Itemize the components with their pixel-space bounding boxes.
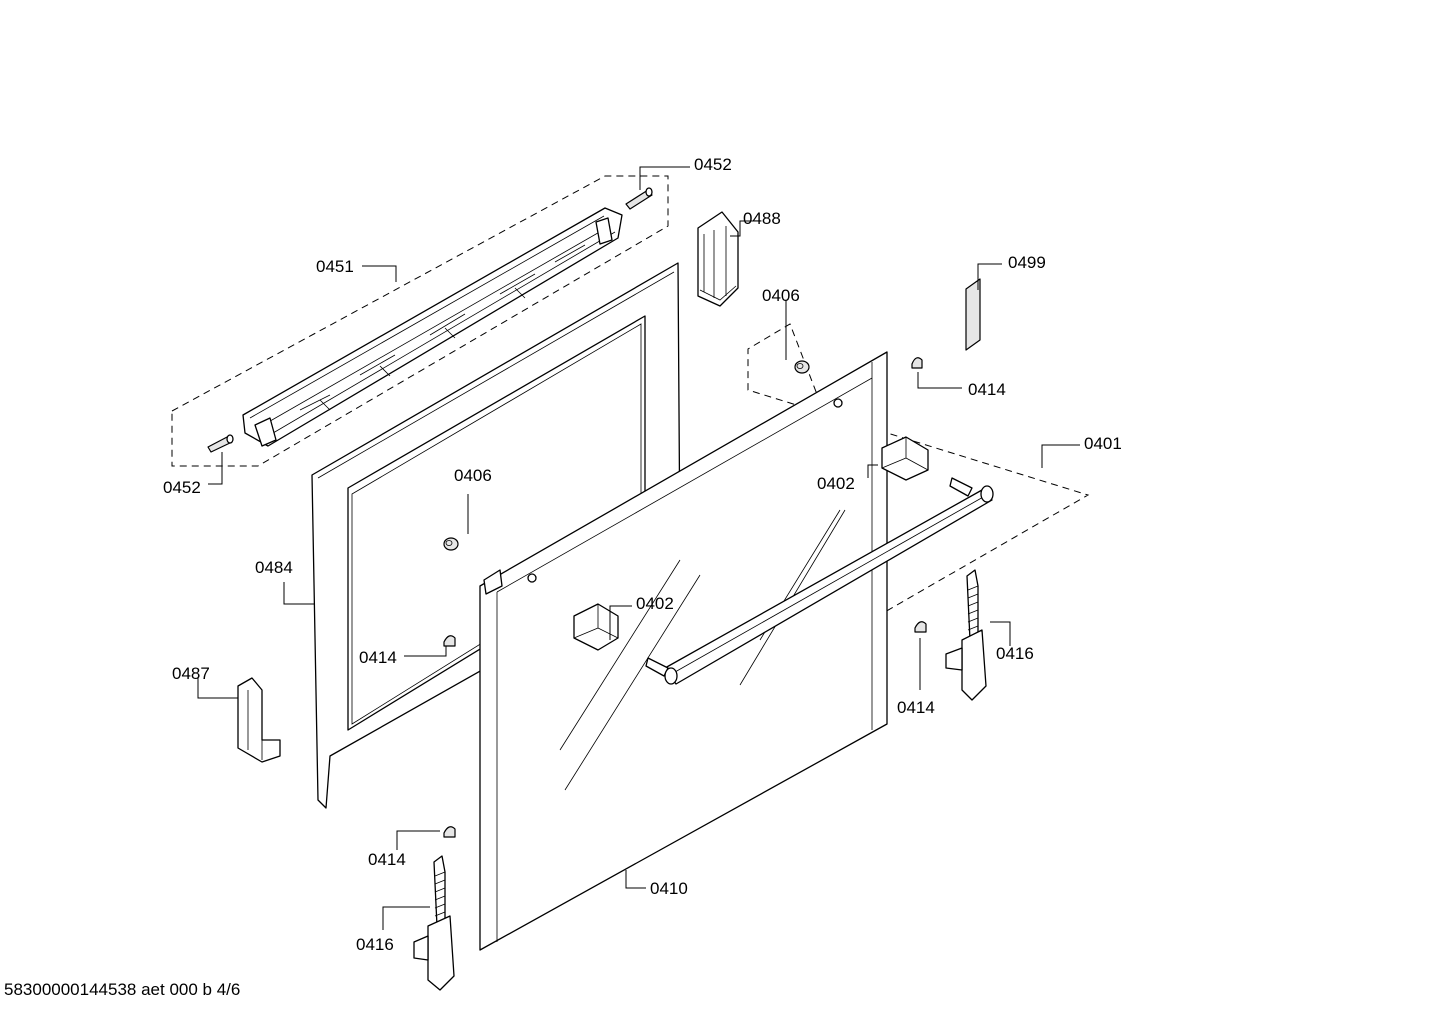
label-0410: 0410 [650, 879, 688, 898]
hinge-bracket-0488 [697, 211, 739, 307]
label-0414-mid-right: 0414 [897, 698, 935, 717]
label-0414-top-right: 0414 [968, 380, 1006, 399]
clip-0414-mid-left [443, 635, 456, 647]
label-0452-left: 0452 [163, 478, 201, 497]
label-0499: 0499 [1008, 253, 1046, 272]
label-0402-center: 0402 [636, 594, 674, 613]
label-0484: 0484 [255, 558, 293, 577]
clip-0402-center [573, 603, 619, 651]
outer-glass-door [479, 351, 888, 951]
clip-0414-mid-right [914, 621, 927, 633]
cap-0406-lower [443, 537, 459, 551]
hinge-0416-bottom [413, 855, 455, 991]
hinge-bracket-0487 [237, 677, 281, 763]
document-code: 58300000144538 aet 000 b 4/6 [4, 980, 241, 999]
label-0401: 0401 [1084, 434, 1122, 453]
inner-door-frame [311, 262, 681, 809]
door-trim-strip [242, 207, 623, 447]
label-0414-mid-left: 0414 [359, 648, 397, 667]
clip-0414-top-right [911, 357, 923, 369]
clip-0402-right [881, 436, 929, 481]
seal-strip-0499 [965, 278, 981, 351]
label-0402-right: 0402 [817, 474, 855, 493]
label-0416-bottom: 0416 [356, 935, 394, 954]
label-0406-upper: 0406 [762, 286, 800, 305]
leader-lines [197, 166, 1080, 930]
label-0414-bottom: 0414 [368, 850, 406, 869]
label-0406-lower: 0406 [454, 466, 492, 485]
clip-0414-bottom [443, 826, 456, 838]
cap-0406-upper [794, 360, 810, 374]
hinge-0416-right [945, 569, 987, 701]
label-0416-right: 0416 [996, 644, 1034, 663]
label-0487: 0487 [172, 664, 210, 683]
label-0488: 0488 [743, 209, 781, 228]
label-0451: 0451 [316, 257, 354, 276]
part-labels: 0452 0488 0499 0451 0406 0414 0401 0452 … [163, 155, 1122, 954]
pin-0452-left [207, 434, 234, 453]
label-0452-top: 0452 [694, 155, 732, 174]
door-handle [645, 477, 994, 685]
pin-0452-top [625, 187, 653, 210]
dashed-group-trim [171, 175, 669, 467]
